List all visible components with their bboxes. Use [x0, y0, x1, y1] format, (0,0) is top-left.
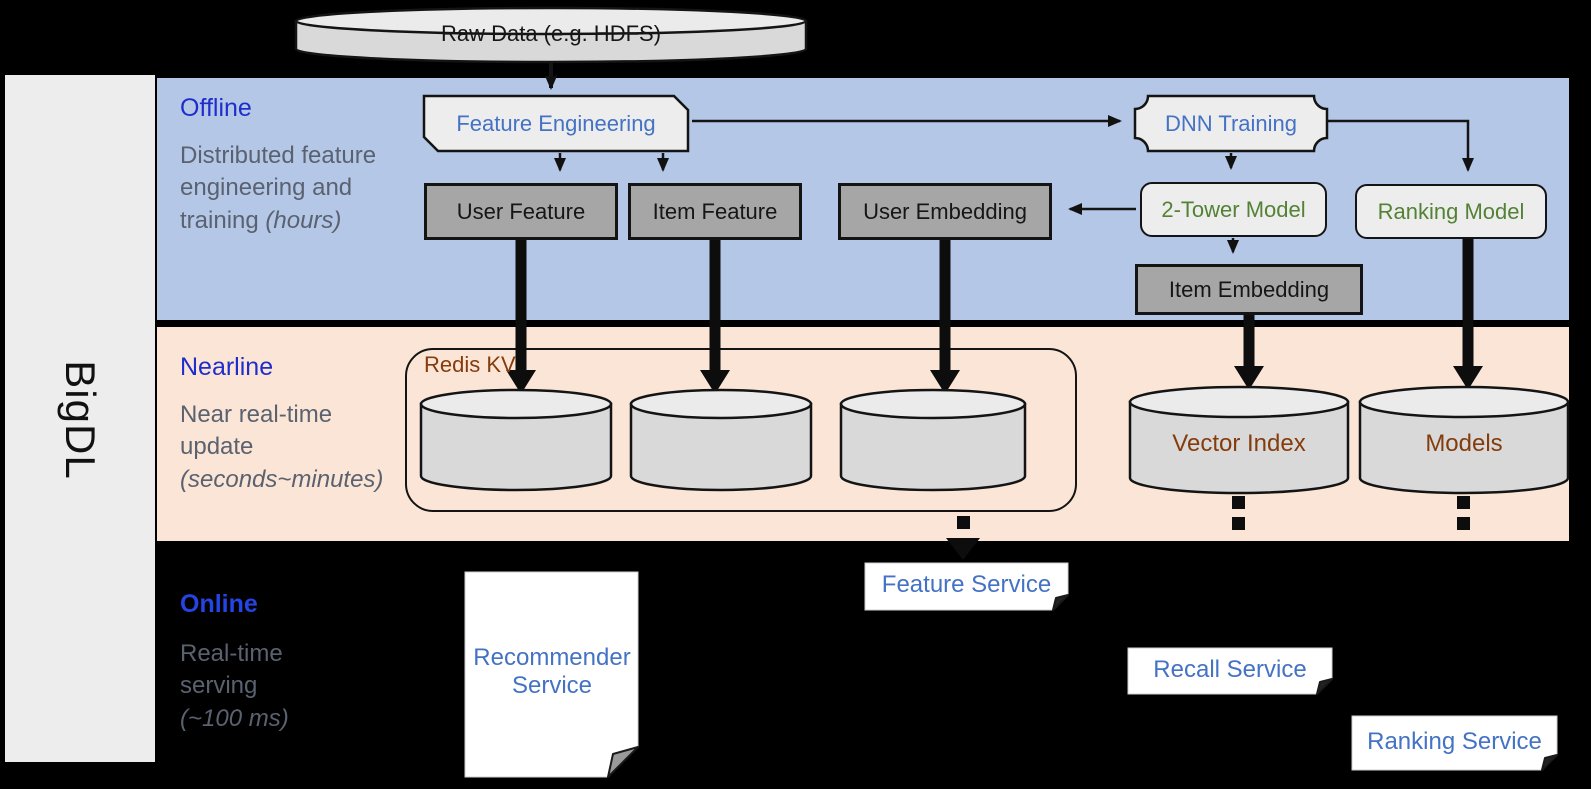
item-feature-node: Item Feature — [628, 183, 802, 240]
raw-data-label: Raw Data (e.g. HDFS) — [440, 21, 662, 47]
offline-section-title: Offline — [180, 94, 252, 122]
redis-kv-label: Redis KV — [424, 352, 516, 377]
bigdl-sidebar: BigDL — [5, 75, 155, 762]
user-embedding-node: User Embedding — [838, 183, 1052, 240]
ranking-model-node: Ranking Model — [1355, 184, 1547, 239]
nearline-section-subtitle: Near real-time update (seconds~minutes) — [180, 401, 384, 493]
user-feature-node: User Feature — [424, 183, 618, 240]
nearline-section-title: Nearline — [180, 353, 274, 381]
user-embedding-label: User Embedding — [863, 198, 1027, 224]
recommender-service-label: Recommender Service — [473, 644, 631, 699]
online-section-title: Online — [180, 590, 258, 618]
ranking-service-label: Ranking Service — [1367, 727, 1542, 755]
recall-service-label: Recall Service — [1153, 655, 1307, 683]
feature-service-label: Feature Service — [881, 571, 1052, 599]
ranking-model-label: Ranking Model — [1377, 198, 1525, 224]
dnn-training-label: DNN Training — [1164, 110, 1298, 136]
feature-engineering-label: Feature Engineering — [456, 110, 656, 136]
two-tower-model-node: 2-Tower Model — [1140, 182, 1327, 237]
item-embedding-label: Item Embedding — [1168, 276, 1330, 302]
bigdl-logo-text: BigDL — [57, 360, 104, 480]
user-feature-label: User Feature — [456, 198, 586, 224]
offline-section-subtitle: Distributed feature engineering and trai… — [180, 142, 377, 234]
item-feature-label: Item Feature — [652, 198, 778, 224]
models-label: Models — [1425, 430, 1503, 458]
two-tower-model-label: 2-Tower Model — [1161, 196, 1306, 222]
redis-kv-container — [405, 348, 1077, 512]
vector-index-label: Vector Index — [1172, 430, 1306, 458]
item-embedding-node: Item Embedding — [1135, 264, 1363, 315]
online-section-subtitle: Real-time serving (~100 ms) — [180, 640, 289, 732]
